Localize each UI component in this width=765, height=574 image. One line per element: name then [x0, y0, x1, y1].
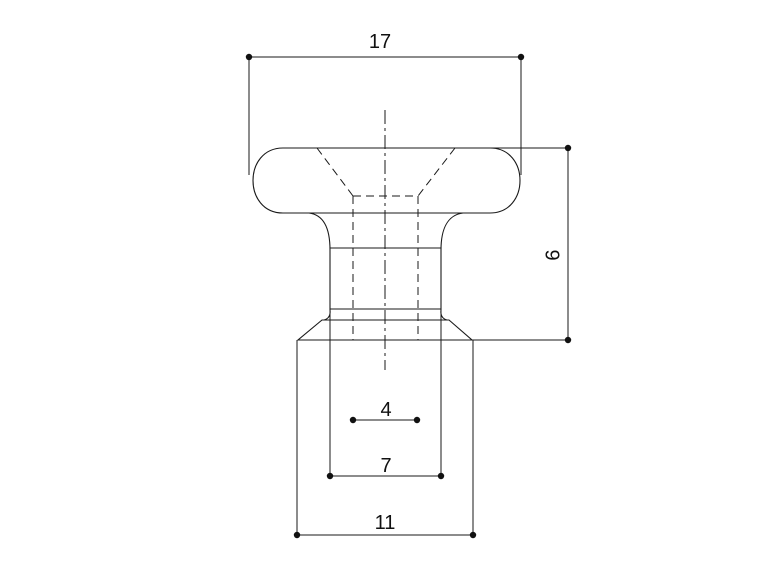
hole-label: 4 [380, 399, 391, 421]
dimension-neck: 7 [326, 310, 445, 480]
neck-flare-left [323, 309, 331, 321]
height-label: 9 [541, 249, 563, 260]
bore-hidden-lines [316, 147, 456, 340]
top-width-label: 17 [369, 31, 391, 53]
dimension-base: 11 [293, 340, 477, 539]
neck-fillet-left [308, 212, 331, 251]
countersink-right [417, 147, 456, 197]
base-label: 11 [375, 512, 396, 534]
neck-label: 7 [380, 455, 391, 477]
dimension-hole: 4 [349, 399, 421, 424]
neck-fillet-right [440, 212, 464, 251]
neck-flare-right [440, 309, 448, 321]
dimension-top-width: 17 [245, 31, 525, 175]
countersink-left [316, 147, 354, 197]
dimension-height: 9 [472, 144, 572, 344]
knob-outline [252, 147, 521, 341]
knob-head [252, 147, 521, 214]
